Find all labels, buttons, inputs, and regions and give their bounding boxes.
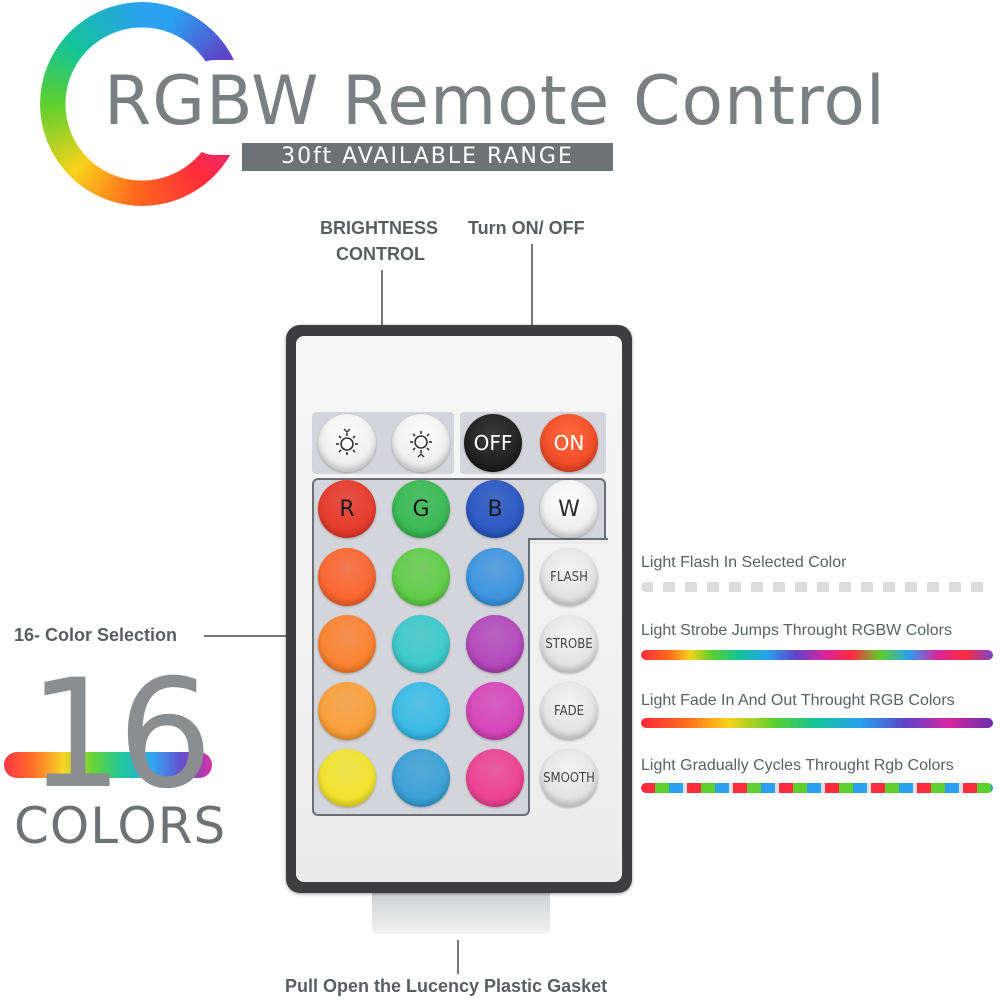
off-button[interactable]: OFF	[464, 414, 522, 472]
power-label: Turn ON/ OFF	[468, 218, 585, 238]
strobe-description: Light Strobe Jumps Throught RGBW Colors	[641, 622, 952, 639]
color-button-r4-c3[interactable]	[466, 749, 524, 807]
flash-button[interactable]: FLASH	[540, 548, 598, 606]
flash-strip	[641, 582, 993, 592]
brightness-leader	[381, 270, 383, 378]
fade-button[interactable]: FADE	[540, 682, 598, 740]
color-selection-label: 16- Color Selection	[14, 625, 178, 645]
color-button-r2-c3[interactable]	[466, 615, 524, 673]
power-leader	[531, 244, 533, 378]
color-button-r1-c1[interactable]	[318, 548, 376, 606]
brightness-down-button[interactable]	[318, 414, 376, 472]
brightness-down-icon	[336, 428, 358, 455]
red-button[interactable]: R	[318, 480, 376, 538]
smooth-button[interactable]: SMOOTH	[540, 749, 598, 807]
white-button[interactable]: W	[540, 480, 598, 538]
color-selection-leader	[204, 635, 316, 637]
fade-strip	[641, 718, 993, 728]
page-title: RGBW Remote Control	[104, 62, 886, 141]
brightness-label-line2: CONTROL	[336, 244, 425, 264]
color-panel-step-fill	[530, 540, 608, 544]
color-button-r3-c1[interactable]	[318, 682, 376, 740]
green-button[interactable]: G	[392, 480, 450, 538]
brightness-label-line1: BRIGHTNESS	[320, 218, 439, 238]
flash-description: Light Flash In Selected Color	[641, 554, 847, 571]
strobe-strip	[641, 650, 993, 660]
color-button-r4-c2[interactable]	[392, 749, 450, 807]
battery-gasket-tab[interactable]	[372, 892, 550, 934]
blue-button[interactable]: B	[466, 480, 524, 538]
fade-description: Light Fade In And Out Throught RGB Color…	[641, 692, 955, 709]
gasket-label: Pull Open the Lucency Plastic Gasket	[285, 976, 608, 996]
gasket-leader	[457, 940, 459, 974]
color-button-r3-c2[interactable]	[392, 682, 450, 740]
range-banner: 30ft AVAILABLE RANGE	[242, 143, 613, 171]
ring-gap	[185, 60, 255, 155]
color-button-r2-c1[interactable]	[318, 615, 376, 673]
sixteen-number: 16	[28, 648, 213, 822]
rainbow-bar	[4, 752, 212, 778]
color-panel-step	[528, 538, 608, 540]
brightness-up-button[interactable]	[392, 414, 450, 472]
smooth-description: Light Gradually Cycles Throught Rgb Colo…	[641, 757, 954, 774]
color-button-r3-c3[interactable]	[466, 682, 524, 740]
color-button-r1-c2[interactable]	[392, 548, 450, 606]
strobe-button[interactable]: STROBE	[540, 615, 598, 673]
smooth-strip	[641, 783, 993, 793]
colors-word: COLORS	[14, 797, 227, 855]
color-button-r1-c3[interactable]	[466, 548, 524, 606]
color-button-r2-c2[interactable]	[392, 615, 450, 673]
color-button-r4-c1[interactable]	[318, 749, 376, 807]
color-panel-step-edge	[528, 538, 530, 542]
on-button[interactable]: ON	[540, 414, 598, 472]
brightness-up-icon	[410, 431, 432, 458]
